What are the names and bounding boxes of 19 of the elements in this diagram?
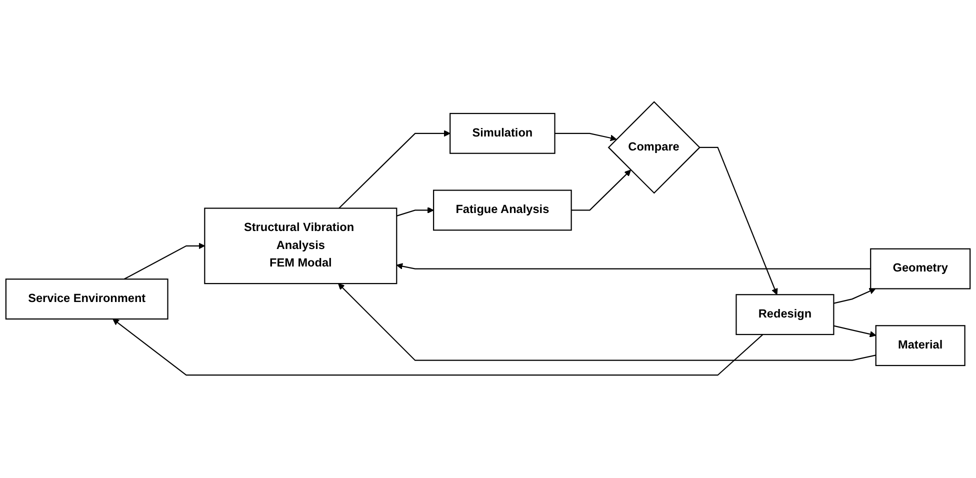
node-box: Redesign	[736, 294, 834, 336]
arrow	[699, 147, 778, 296]
arrow	[124, 243, 205, 280]
node-box: Material	[875, 326, 966, 367]
arrow	[834, 326, 876, 338]
node-box: Fatigue Analysis	[433, 190, 572, 232]
arrow	[571, 170, 632, 212]
arrow	[338, 130, 450, 210]
node-box: Service Environment	[5, 279, 168, 320]
node-box: Simulation	[450, 113, 556, 154]
arrow	[834, 288, 876, 304]
node-box: Geometry	[870, 248, 971, 290]
arrow	[554, 133, 617, 142]
arrow	[112, 319, 764, 376]
arrow	[396, 207, 434, 217]
node-diamond: Compare	[608, 102, 700, 194]
arrow	[338, 284, 876, 362]
node-box: Structural Vibration Analysis FEM Modal	[204, 208, 398, 285]
arrow	[396, 264, 871, 270]
